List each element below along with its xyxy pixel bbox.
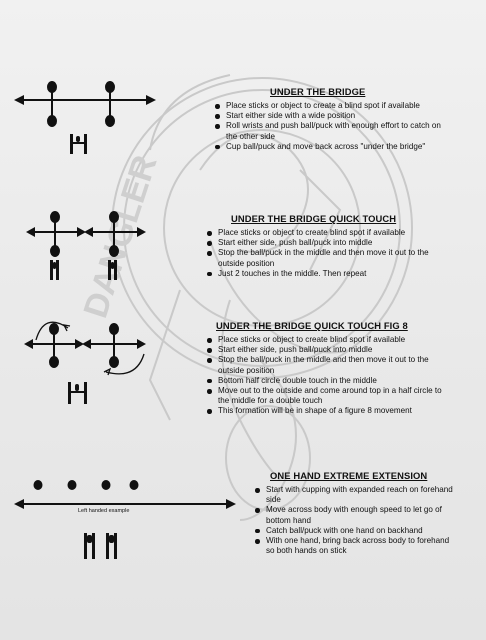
section-quick-touch: UNDER THE BRIDGE QUICK TOUCH Place stick… [206,213,446,279]
list-item: Place sticks or object to create blind s… [207,335,444,345]
list-item: Start with cupping with expanded reach o… [255,485,453,505]
bullet-list: Start with cupping with expanded reach o… [254,485,454,556]
diagram-under-the-bridge [14,81,156,154]
list-item: Start either side, push ball/puck into m… [207,345,444,355]
section-title: UNDER THE BRIDGE QUICK TOUCH [231,213,397,224]
bullet-list: Place sticks or object to create blind s… [206,228,446,279]
diagram-one-hand-extension [14,480,236,559]
list-item: Stop the ball/puck in the middle and the… [207,248,446,268]
section-figure-8: UNDER THE BRIDGE QUICK TOUCH FIG 8 Place… [206,320,444,417]
list-item: Move out to the outside and come around … [207,386,444,406]
list-item: Place sticks or object to create blind s… [207,228,446,238]
section-title: UNDER THE BRIDGE QUICK TOUCH FIG 8 [216,320,408,331]
bullet-list: Place sticks or object to create blind s… [206,335,444,417]
section-under-the-bridge: UNDER THE BRIDGE Place sticks or object … [214,86,444,152]
feet-icon [84,533,117,559]
list-item: Start either side, push ball/puck into m… [207,238,446,248]
feet-icon [50,260,117,280]
list-item: This formation will be in shape of a fig… [207,406,444,416]
bullet-list: Place sticks or object to create a blind… [214,101,444,152]
feet-icon [68,382,87,404]
list-item: Bottom half circle double touch in the m… [207,376,444,386]
list-item: Move across body with enough speed to le… [255,505,454,525]
list-item: Just 2 touches in the middle. Then repea… [207,269,446,279]
list-item: Cup ball/puck and move back across "unde… [215,142,444,152]
diagram-quick-touch [26,211,146,280]
section-title: UNDER THE BRIDGE [270,86,366,97]
list-item: Place sticks or object to create a blind… [215,101,444,111]
list-item: With one hand, bring back across body to… [255,536,454,556]
diagram-caption: Left handed example [78,508,130,514]
diagram-figure-8 [24,321,146,404]
list-item: Catch ball/puck with one hand on backhan… [255,526,454,536]
section-title: ONE HAND EXTREME EXTENSION [270,470,428,481]
list-item: Roll wrists and push ball/puck with enou… [215,121,444,141]
section-one-hand-extension: ONE HAND EXTREME EXTENSION Start with cu… [254,470,454,556]
list-item: Stop the ball/puck in the middle and the… [207,355,444,375]
list-item: Start either side with a wide position [215,111,444,121]
feet-icon [70,134,87,154]
